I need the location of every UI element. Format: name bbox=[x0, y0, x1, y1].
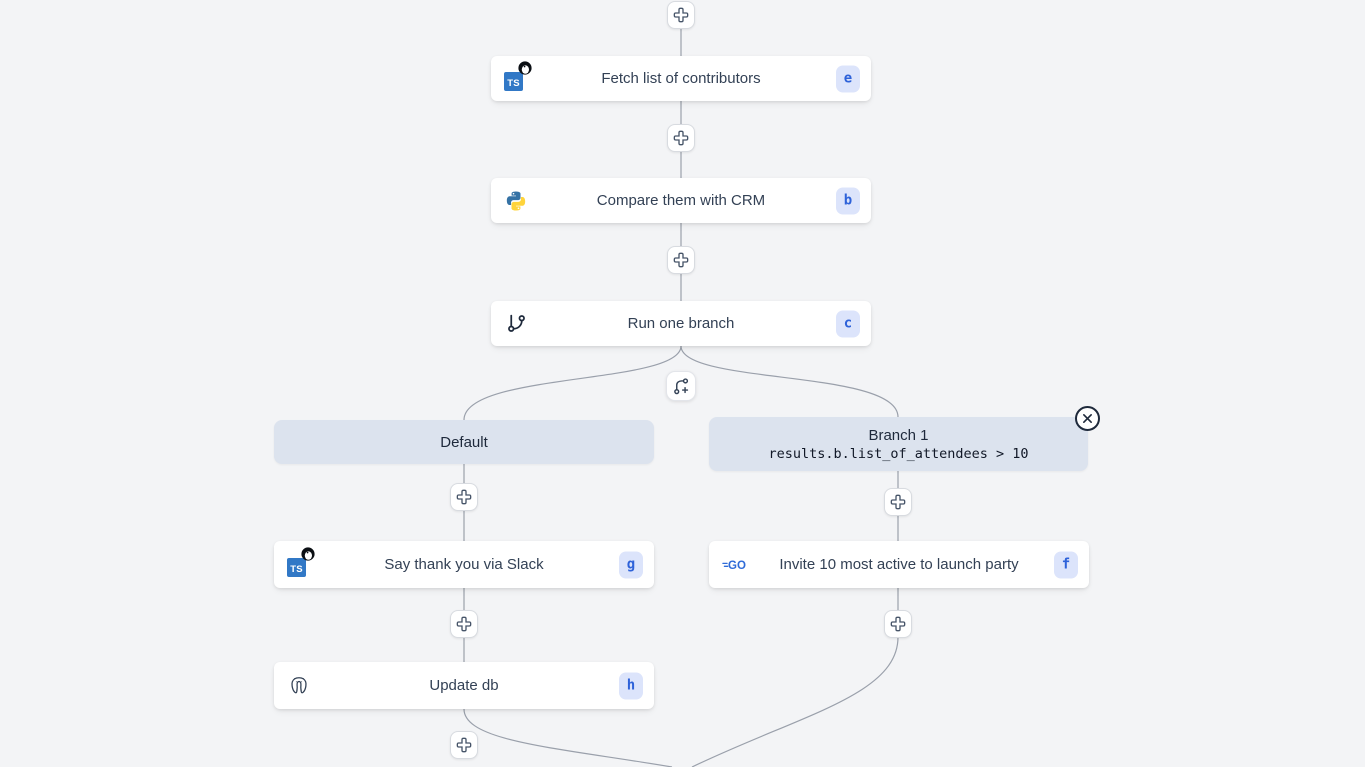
go-icon: GO bbox=[722, 553, 746, 577]
add-branch-button[interactable] bbox=[666, 371, 696, 401]
flow-step-invite-launch-party[interactable]: GO Invite 10 most active to launch party… bbox=[709, 541, 1089, 588]
step-label: Compare them with CRM bbox=[596, 192, 766, 209]
remove-branch-button[interactable] bbox=[1075, 406, 1100, 431]
cross-plus-icon bbox=[673, 252, 689, 268]
add-step-button-after-update-db[interactable] bbox=[450, 731, 478, 759]
add-step-button-2[interactable] bbox=[667, 246, 695, 274]
close-icon bbox=[1083, 414, 1092, 423]
flow-step-run-one-branch[interactable]: Run one branch c bbox=[491, 301, 871, 346]
add-step-button-branch1[interactable] bbox=[884, 488, 912, 516]
step-label: Fetch list of contributors bbox=[601, 70, 761, 87]
step-label: Invite 10 most active to launch party bbox=[779, 556, 1019, 573]
step-label: Say thank you via Slack bbox=[384, 556, 544, 573]
step-id-badge: h bbox=[619, 672, 643, 699]
typescript-logo: TS bbox=[287, 557, 306, 577]
flow-step-slack-thanks[interactable]: TS Say thank you via Slack g bbox=[274, 541, 654, 588]
step-id-badge: f bbox=[1054, 551, 1078, 578]
typescript-logo: TS bbox=[504, 71, 523, 91]
add-step-button-after-slack[interactable] bbox=[450, 610, 478, 638]
git-branch-icon bbox=[504, 312, 528, 336]
typescript-deno-icon: TS bbox=[504, 60, 532, 91]
cross-plus-icon bbox=[456, 737, 472, 753]
step-id-badge: g bbox=[619, 551, 643, 578]
branch-header-default[interactable]: Default bbox=[274, 420, 654, 464]
step-label: Update db bbox=[429, 677, 499, 694]
typescript-deno-icon: TS bbox=[287, 546, 315, 577]
git-branch-plus-icon bbox=[673, 377, 688, 394]
step-id-badge: c bbox=[836, 310, 860, 337]
add-step-button-1[interactable] bbox=[667, 124, 695, 152]
add-step-button-top[interactable] bbox=[667, 1, 695, 29]
cross-plus-icon bbox=[890, 616, 906, 632]
flow-step-fetch-contributors[interactable]: TS Fetch list of contributors e bbox=[491, 56, 871, 101]
step-label: Run one branch bbox=[627, 315, 735, 332]
cross-plus-icon bbox=[456, 489, 472, 505]
go-logo: GO bbox=[728, 560, 746, 572]
branch-title: Default bbox=[440, 433, 488, 451]
python-icon bbox=[504, 189, 528, 213]
cross-plus-icon bbox=[673, 7, 689, 23]
cross-plus-icon bbox=[673, 130, 689, 146]
flow-step-update-db[interactable]: Update db h bbox=[274, 662, 654, 709]
branch-title: Branch 1 bbox=[868, 426, 929, 444]
cross-plus-icon bbox=[890, 494, 906, 510]
step-id-badge: e bbox=[836, 65, 860, 92]
add-step-button-default-branch[interactable] bbox=[450, 483, 478, 511]
branch-condition: results.b.list_of_attendees > 10 bbox=[768, 445, 1029, 462]
branch-header-branch1[interactable]: Branch 1 results.b.list_of_attendees > 1… bbox=[709, 417, 1088, 471]
postgresql-icon bbox=[287, 674, 311, 698]
add-step-button-after-invite[interactable] bbox=[884, 610, 912, 638]
cross-plus-icon bbox=[456, 616, 472, 632]
step-id-badge: b bbox=[836, 187, 860, 214]
deno-logo bbox=[301, 546, 315, 561]
flow-step-compare-crm[interactable]: Compare them with CRM b bbox=[491, 178, 871, 223]
deno-logo bbox=[518, 60, 532, 75]
